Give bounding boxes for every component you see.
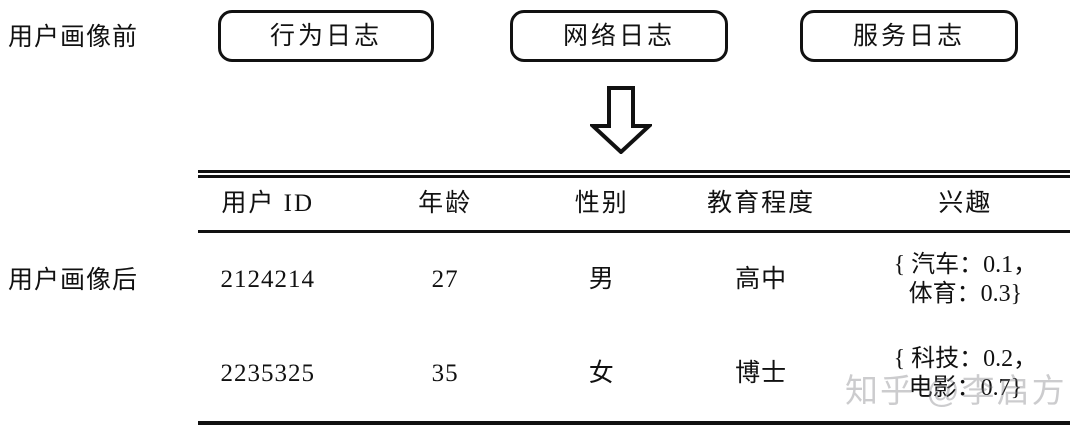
source-box-label: 行为日志 — [269, 22, 382, 50]
down-block-arrow-icon — [590, 86, 652, 154]
column-header-interest: 兴趣 — [938, 189, 993, 217]
table-rule-mid — [198, 230, 1070, 233]
cell-education: 高中 — [735, 265, 788, 293]
stage-label-before: 用户画像前 — [8, 24, 139, 51]
source-box-network-log[interactable]: 网络日志 — [510, 10, 728, 62]
column-header-education: 教育程度 — [707, 189, 816, 217]
source-box-label: 服务日志 — [852, 22, 965, 50]
column-header-gender: 性别 — [574, 189, 629, 217]
cell-interest: { 科技：0.2， 电影：0.7} — [893, 345, 1038, 401]
table-rule-top-inner — [198, 175, 1070, 178]
cell-user-id: 2124214 — [220, 265, 315, 293]
cell-gender: 男 — [588, 265, 615, 293]
table-row: 2124214 27 男 高中 { 汽车：0.1， 体育：0.3} — [198, 233, 1070, 327]
source-box-behavior-log[interactable]: 行为日志 — [218, 10, 434, 62]
cell-age: 27 — [431, 265, 459, 293]
cell-age: 35 — [431, 359, 459, 387]
user-profile-table: 用户 ID 年龄 性别 教育程度 兴趣 2124214 27 男 高中 { 汽车… — [198, 170, 1070, 425]
cell-gender: 女 — [588, 359, 615, 387]
table-header-row: 用户 ID 年龄 性别 教育程度 兴趣 — [198, 178, 1070, 230]
cell-user-id: 2235325 — [220, 359, 315, 387]
cell-education: 博士 — [735, 359, 788, 387]
column-header-age: 年龄 — [418, 189, 473, 217]
source-box-service-log[interactable]: 服务日志 — [800, 10, 1018, 62]
table-rule-top — [198, 170, 1070, 173]
stage-label-after: 用户画像后 — [8, 267, 139, 294]
column-header-user-id: 用户 ID — [221, 189, 315, 217]
table-row: 2235325 35 女 博士 { 科技：0.2， 电影：0.7} — [198, 327, 1070, 421]
table-rule-bottom — [198, 421, 1070, 425]
cell-interest: { 汽车：0.1， 体育：0.3} — [893, 251, 1038, 307]
source-box-label: 网络日志 — [562, 22, 675, 50]
